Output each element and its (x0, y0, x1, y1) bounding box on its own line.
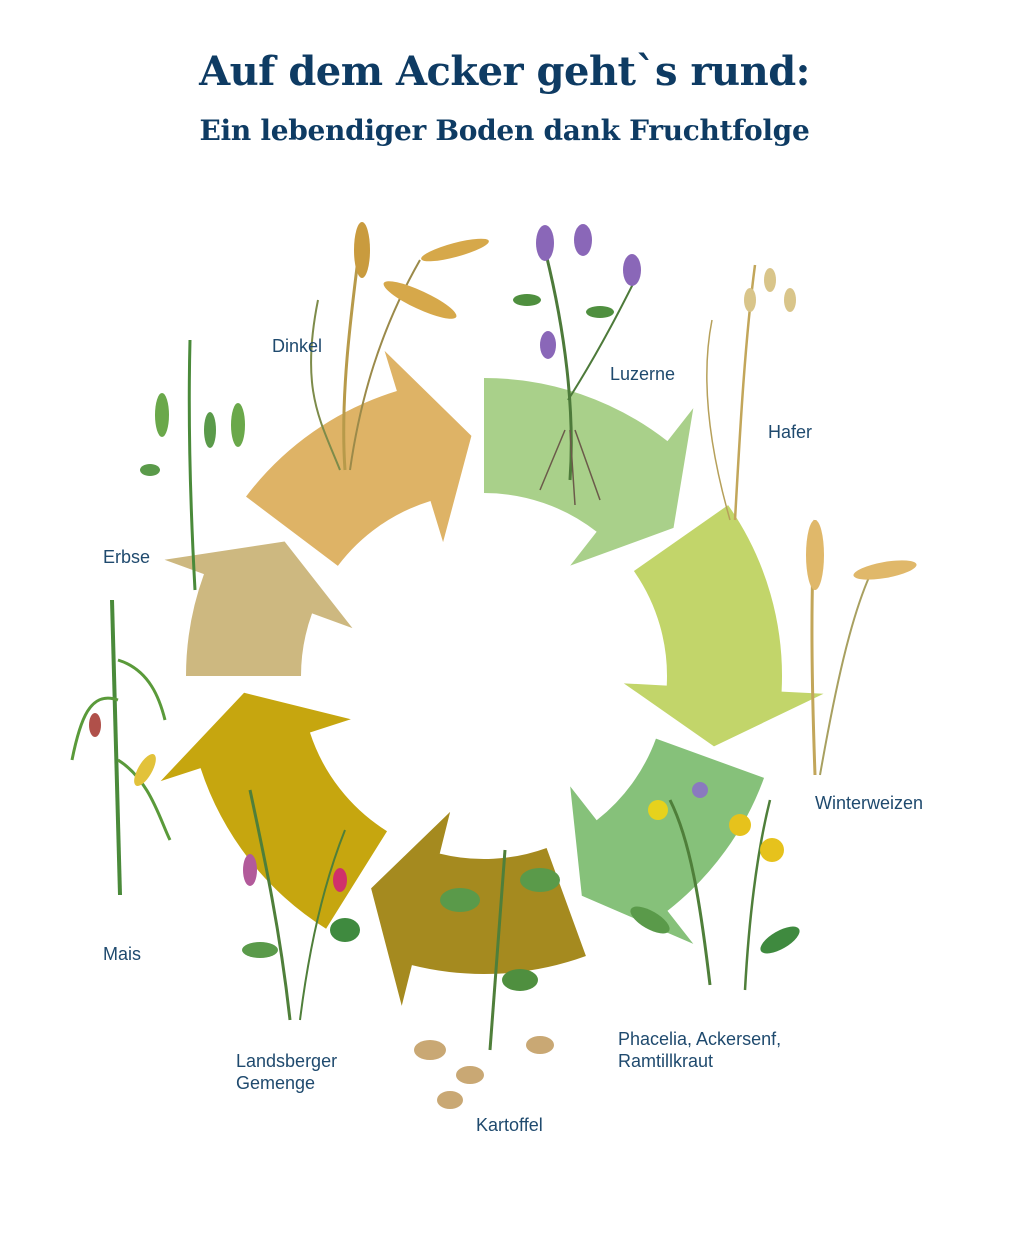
crop-label-line: Phacelia, Ackersenf, (618, 1029, 781, 1049)
rotation-arrow-7 (164, 541, 353, 676)
plant-phacelia-illustration (630, 782, 800, 991)
crop-label-line: Dinkel (272, 336, 322, 356)
rotation-arrow-2 (484, 378, 694, 566)
plant-dinkel-illustration (309, 222, 489, 471)
crop-label-5: Phacelia, Ackersenf,Ramtillkraut (618, 1029, 781, 1071)
crop-label-line: Kartoffel (476, 1115, 543, 1135)
crop-label-line: Hafer (768, 422, 812, 442)
page-title: Auf dem Acker geht`s rund: (199, 48, 810, 95)
crop-label-line: Mais (103, 944, 141, 964)
crop-label-line: Landsberger (236, 1051, 337, 1071)
crop-label-8: Mais (103, 944, 141, 964)
plant-hafer-illustration (706, 264, 796, 521)
plant-landsberger-illustration (242, 789, 360, 1021)
crop-label-line: Ramtillkraut (618, 1051, 713, 1071)
crop-label-line: Erbse (103, 547, 150, 567)
plant-winterweizen-illustration (806, 519, 917, 776)
rotation-arrow-5 (371, 811, 586, 1006)
crop-label-4: Winterweizen (815, 793, 923, 813)
crop-label-1: Dinkel (272, 336, 322, 356)
crop-label-3: Hafer (768, 422, 812, 442)
plant-luzerne-illustration (513, 224, 641, 506)
rotation-arrow-3 (623, 505, 824, 747)
plant-erbse-illustration (140, 339, 245, 591)
page-subtitle: Ein lebendiger Boden dank Fruchtfolge (199, 114, 810, 147)
crop-label-line: Gemenge (236, 1073, 315, 1093)
crop-label-line: Luzerne (610, 364, 675, 384)
rotation-arrow-4 (570, 738, 765, 944)
plant-kartoffel-illustration (414, 849, 560, 1109)
crop-label-9: Erbse (103, 547, 150, 567)
crop-label-2: Luzerne (610, 364, 675, 384)
crop-labels: DinkelLuzerneHaferWinterweizenPhacelia, … (103, 336, 923, 1135)
rotation-arrow-1 (246, 350, 472, 566)
crop-label-line: Winterweizen (815, 793, 923, 813)
rotation-arrow-6 (160, 692, 388, 929)
crop-label-6: Kartoffel (476, 1115, 543, 1135)
plant-mais-illustration (70, 599, 172, 896)
rotation-arrows (160, 350, 824, 1006)
